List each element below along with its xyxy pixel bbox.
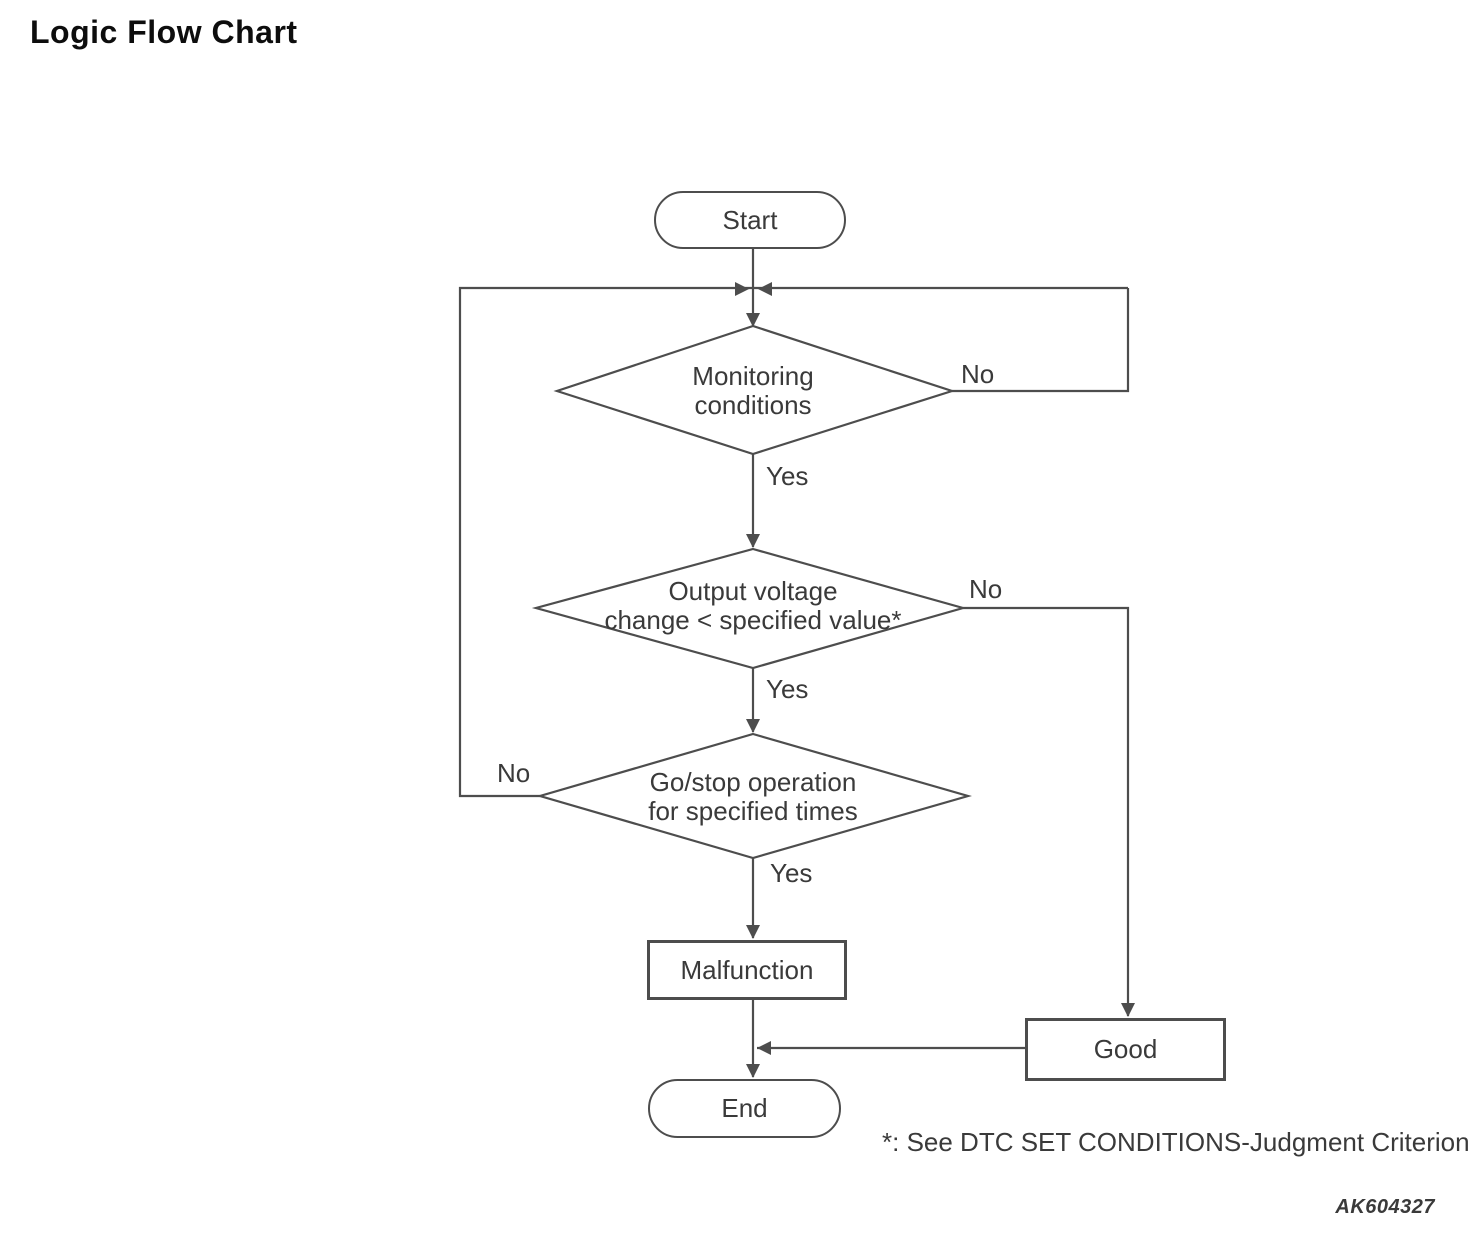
- good-node: Good: [1025, 1018, 1226, 1081]
- gostop-yes-label: Yes: [770, 858, 813, 888]
- malfunction-label: Malfunction: [680, 954, 814, 985]
- page-title: Logic Flow Chart: [30, 14, 298, 50]
- gostop-no-label: No: [497, 758, 531, 788]
- good-label: Good: [1093, 1034, 1158, 1064]
- malfunction-node: Malfunction: [647, 940, 847, 1000]
- arrow-into-monitoring-icon: [746, 313, 760, 327]
- arrow-into-output-icon: [746, 534, 760, 548]
- end-node: End: [648, 1079, 841, 1138]
- edge-output-no-to-good: [963, 606, 1130, 1016]
- monitoring-label-line2: conditions: [694, 390, 812, 420]
- arrowheads: [735, 282, 1135, 1078]
- gostop-label-line1: Go/stop operation: [649, 767, 857, 797]
- gostop-label-line2: for specified times: [648, 796, 858, 826]
- connector-lines: [458, 249, 1130, 1077]
- monitoring-diamond: [553, 324, 956, 456]
- output-label-line1: Output voltage: [668, 576, 838, 606]
- arrow-into-good-icon: [1121, 1003, 1135, 1017]
- output-voltage-diamond: [531, 547, 968, 670]
- output-no-label: No: [969, 574, 1003, 604]
- edge-feedback-left-loop: [458, 286, 1128, 798]
- footnote: *: See DTC SET CONDITIONS-Judgment Crite…: [882, 1127, 1470, 1157]
- figure-code: AK604327: [1335, 1196, 1435, 1218]
- monitoring-diamond-label: Monitoring conditions: [653, 362, 853, 420]
- output-label-line2: change < specified value*: [604, 605, 902, 635]
- arrow-good-junction-icon: [757, 1041, 771, 1055]
- output-yes-label: Yes: [766, 674, 809, 704]
- output-voltage-diamond-label: Output voltage change < specified value*: [587, 577, 919, 635]
- arrow-junction-from-right-icon: [758, 282, 772, 296]
- gostop-diamond-label: Go/stop operation for specified times: [633, 768, 873, 826]
- arrow-into-end-icon: [746, 1064, 760, 1078]
- edge-monitoring-no: [952, 288, 1130, 393]
- monitoring-no-label: No: [961, 359, 995, 389]
- arrow-junction-from-left-icon: [735, 282, 749, 296]
- monitoring-yes-label: Yes: [766, 461, 809, 491]
- monitoring-label-line1: Monitoring: [692, 361, 814, 391]
- end-label: End: [721, 1093, 768, 1123]
- start-node: Start: [654, 191, 846, 249]
- arrow-into-malfunction-icon: [746, 925, 760, 939]
- gostop-diamond: [536, 732, 972, 860]
- decision-shapes: [531, 324, 972, 860]
- start-label: Start: [722, 204, 778, 235]
- arrow-into-gostop-icon: [746, 719, 760, 733]
